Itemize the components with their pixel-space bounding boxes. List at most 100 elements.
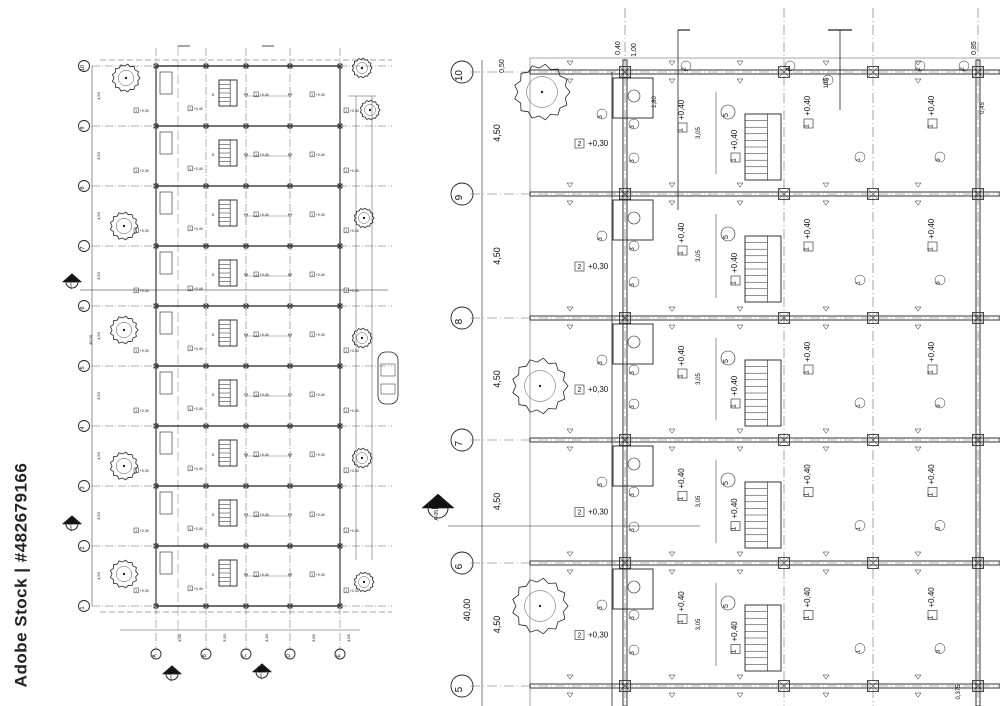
level-box	[309, 331, 315, 338]
porch-wc	[612, 568, 654, 610]
level-tag-right: 1+0,40	[927, 464, 938, 497]
level-value: +0,30	[140, 109, 149, 113]
column-left	[337, 603, 343, 609]
column-outline	[778, 557, 790, 569]
level-tag-left: 1+0,40	[309, 511, 325, 518]
level-tag-left: 1+0,40	[253, 91, 269, 98]
tree-left	[109, 559, 139, 589]
column-outline	[153, 423, 159, 429]
column-hatch	[778, 680, 790, 692]
level-value: +0,40	[260, 333, 269, 337]
room-tag-circle	[628, 118, 640, 130]
section-mark-right	[566, 674, 574, 680]
column-left	[203, 423, 209, 429]
section-mark-right	[566, 60, 574, 66]
level-tag-left: 1+0,40	[253, 211, 269, 218]
section-mark-right	[668, 60, 676, 66]
column-right	[867, 188, 879, 200]
level-value: +0,40	[316, 213, 325, 217]
level-box	[309, 391, 315, 398]
column-hatch	[153, 243, 159, 249]
column-hatch	[243, 303, 249, 309]
level-tag-left: 1+0,30	[133, 167, 149, 174]
column-hatch	[287, 243, 293, 249]
section-mark-left	[287, 573, 293, 578]
column-left	[337, 63, 343, 69]
bay-dimension: 4,50	[96, 571, 101, 580]
wc-symbol	[627, 211, 641, 225]
column-outline	[867, 66, 879, 78]
section-mark-right	[668, 306, 676, 312]
room-number: 1	[255, 93, 257, 97]
level-tag-left: 1+0,40	[187, 165, 203, 172]
room-tag-circle	[628, 364, 640, 376]
level-tag-left: 1+0,30	[343, 287, 359, 294]
room-number: 1	[311, 393, 313, 397]
room-number: 1	[928, 370, 935, 374]
column-left	[337, 483, 343, 489]
room-number: 1	[345, 289, 347, 293]
column-outline	[972, 434, 984, 446]
column-right	[972, 557, 984, 569]
section-sheet: A-05	[169, 675, 173, 682]
column-dimension: 3,00	[177, 633, 182, 642]
bay-dimension: 4,50	[492, 247, 502, 265]
level-tag-left: 1+0,30	[343, 587, 359, 594]
wc-dimension: 1,80	[652, 96, 658, 108]
column-outline	[153, 483, 159, 489]
column-right	[778, 557, 790, 569]
column-hatch	[153, 363, 159, 369]
tree-trunk	[540, 90, 544, 94]
column-outline	[337, 483, 343, 489]
section-mark-right	[736, 551, 744, 557]
column-hatch	[203, 123, 209, 129]
column-right	[867, 66, 879, 78]
level-value: +0,40	[194, 167, 203, 171]
section-mark-right	[822, 306, 830, 312]
grid-bubble-left-label: 3	[80, 486, 86, 489]
level-value: +0,30	[350, 589, 359, 593]
column-hatch	[243, 123, 249, 129]
column-hatch	[287, 423, 293, 429]
column-right	[778, 188, 790, 200]
room-number: 1	[189, 167, 191, 171]
column-left	[153, 123, 159, 129]
level-box	[343, 587, 349, 594]
level-tag-right: 1+0,40	[677, 99, 688, 133]
grid-bubble-left	[78, 540, 90, 552]
level-value: +0,40	[730, 129, 739, 150]
section-mark-right	[914, 428, 922, 434]
grid-bubble-left	[78, 180, 90, 192]
grid-bubble-right	[450, 60, 474, 84]
level-tag-right: 1+0,40	[677, 468, 688, 501]
column-right	[778, 312, 790, 324]
stair-tag: 5	[723, 113, 730, 117]
level-value: +0,40	[260, 213, 269, 217]
overall-dimension: 40,00	[88, 334, 93, 345]
tree-inner-ring	[356, 332, 368, 344]
tree-right	[512, 357, 569, 415]
section-mark-right	[566, 692, 574, 698]
column-right	[619, 680, 631, 692]
column-hatch	[287, 543, 293, 549]
column-left	[153, 363, 159, 369]
column-outline	[203, 183, 209, 189]
section-letter: D	[68, 521, 74, 525]
column-outline	[619, 312, 631, 324]
room-tag-circle	[854, 520, 866, 531]
column-outline	[337, 303, 343, 309]
level-box	[343, 407, 349, 414]
level-value: +0,40	[803, 464, 812, 485]
level-value: +0,40	[730, 498, 739, 519]
entrance-porch	[159, 131, 173, 155]
column-hatch	[287, 603, 293, 609]
column-left	[243, 123, 249, 129]
column-hatch	[203, 363, 209, 369]
grid-bubble-right	[450, 674, 474, 698]
level-value: +0,30	[350, 469, 359, 473]
level-box	[187, 345, 193, 352]
column-outline	[203, 123, 209, 129]
room-number: 1	[928, 615, 935, 619]
column-outline	[153, 363, 159, 369]
column-left	[153, 243, 159, 249]
